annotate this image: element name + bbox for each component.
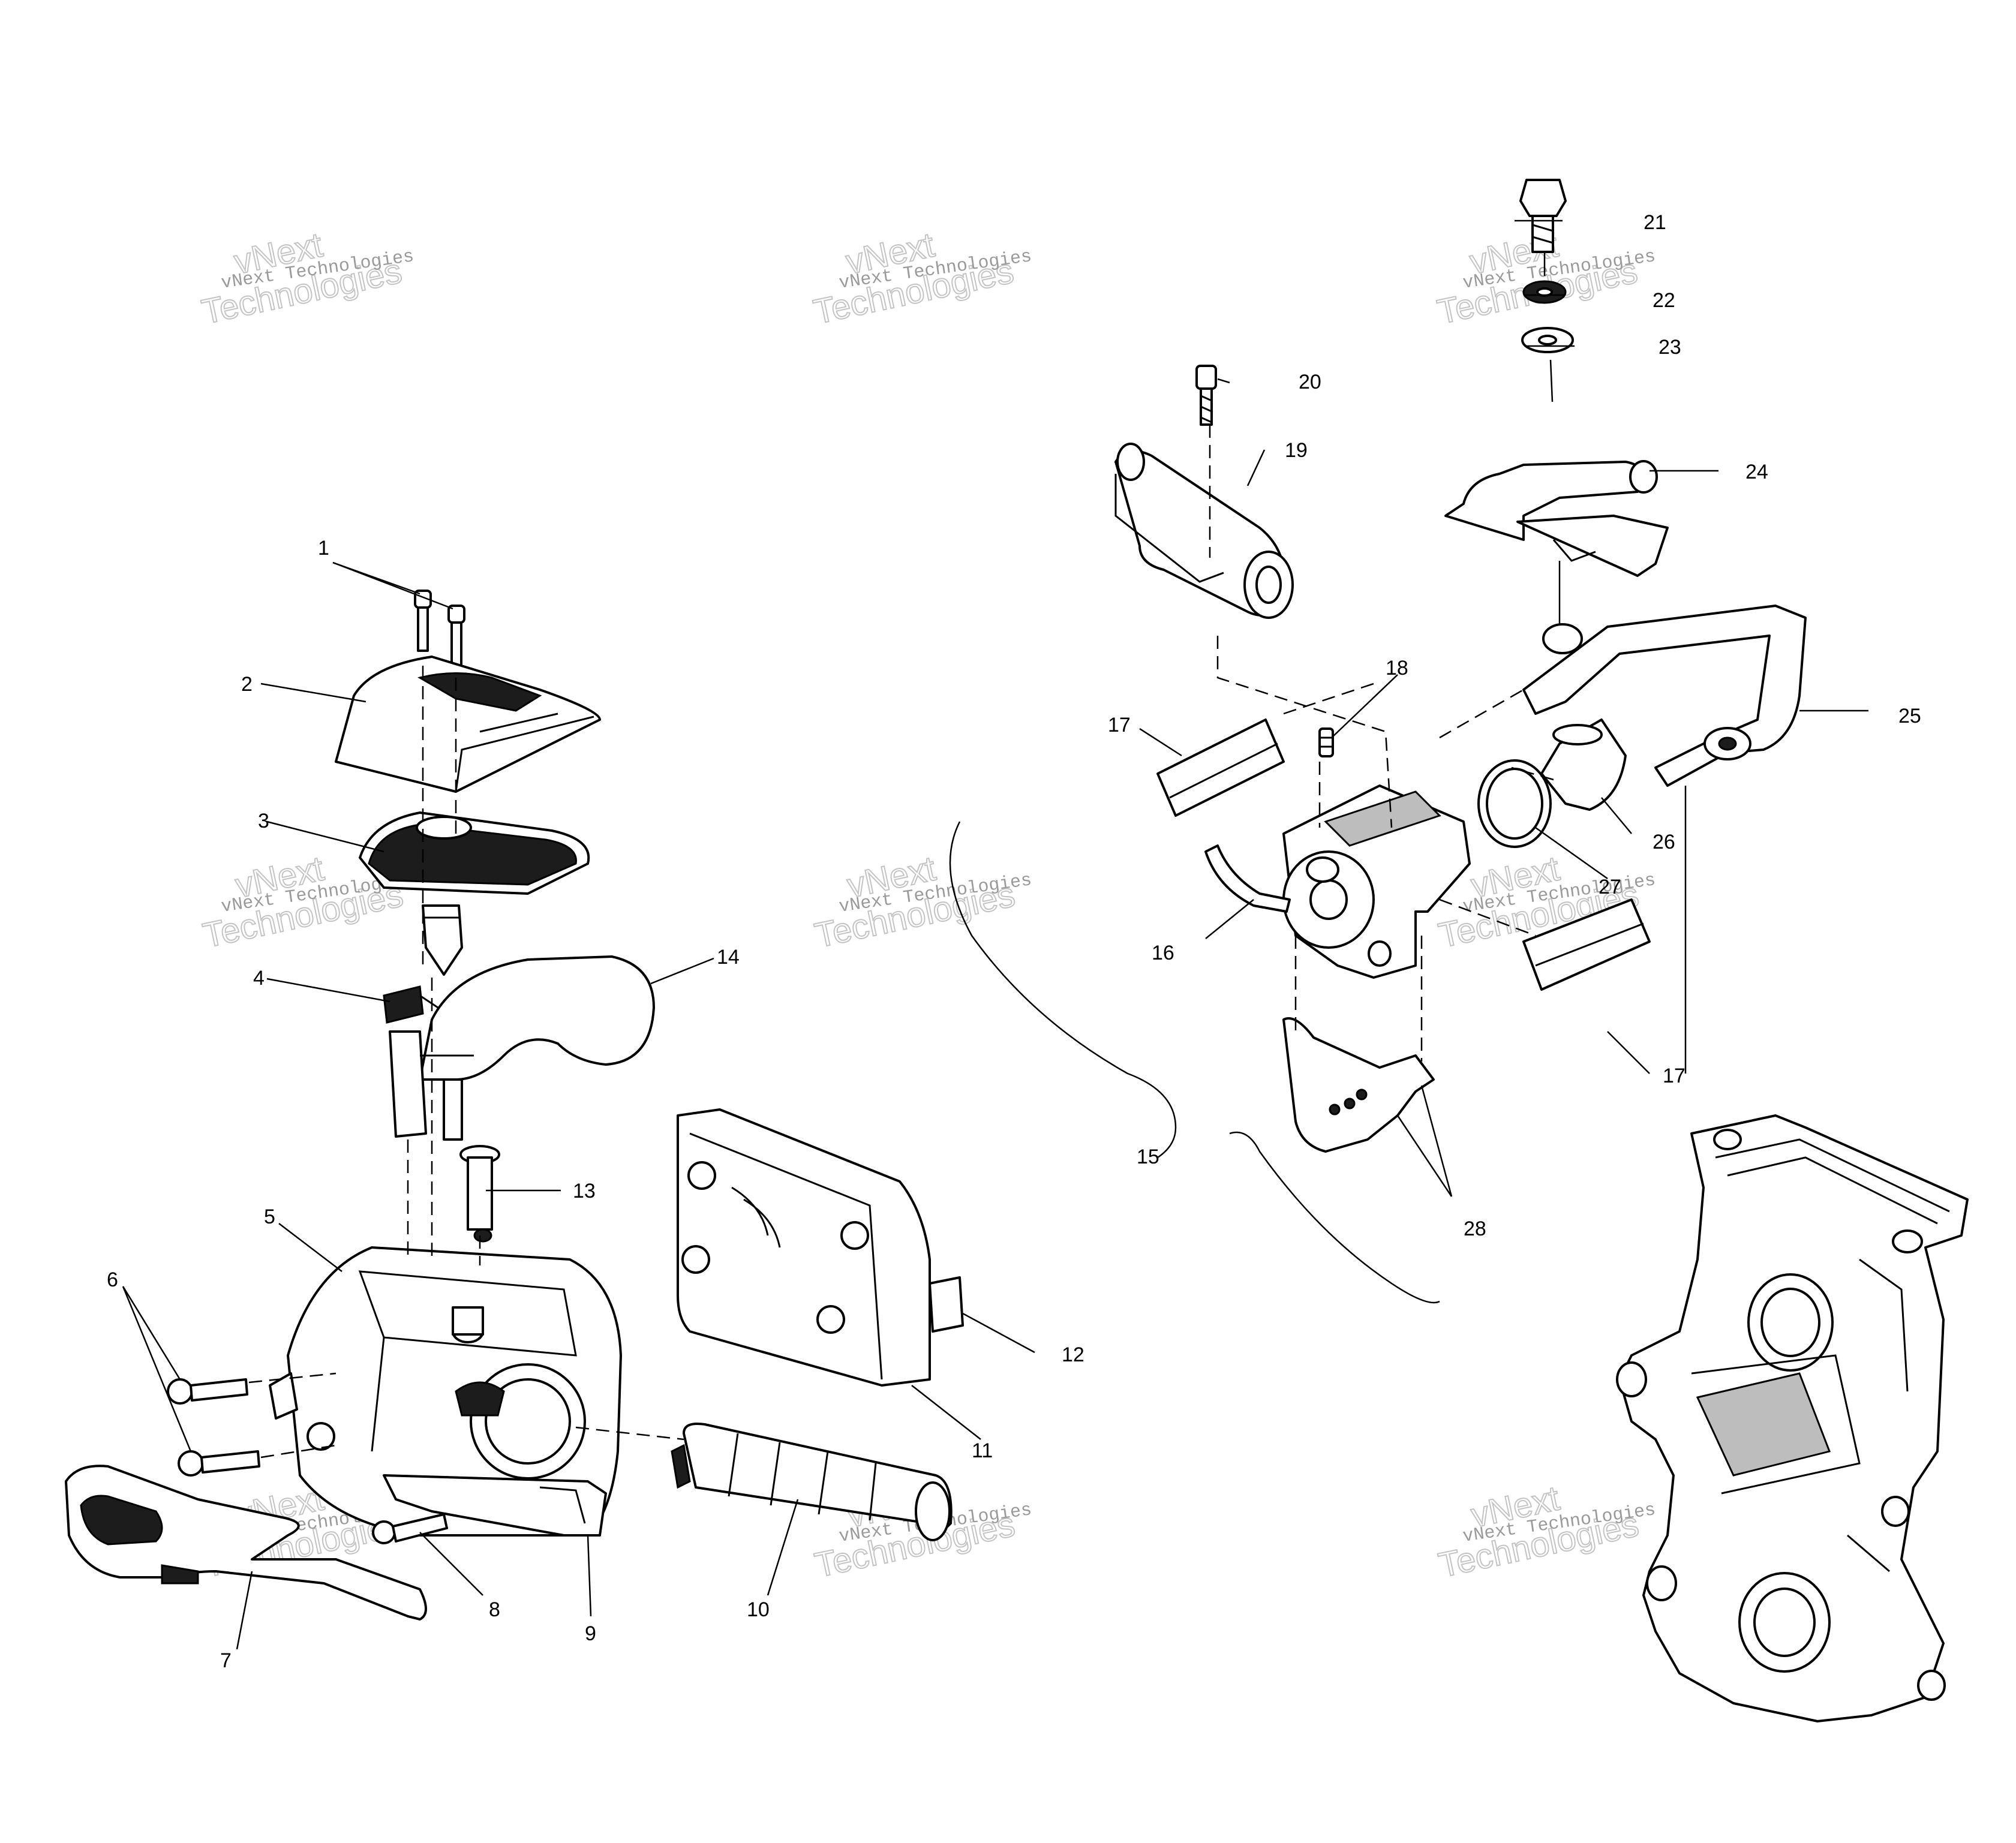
callout-10: 10 [747, 1598, 770, 1621]
part-22-lock-washer [1522, 280, 1567, 304]
callout-14: 14 [717, 946, 740, 969]
callout-26: 26 [1653, 831, 1675, 853]
part-28-brake-pads [1282, 1017, 1435, 1153]
callout-labels: 1 2 3 4 5 6 7 8 9 10 11 12 13 14 15 16 1… [107, 211, 1921, 1672]
callout-12: 12 [1062, 1343, 1084, 1366]
callout-7: 7 [220, 1649, 232, 1672]
callout-15: 15 [1137, 1146, 1159, 1168]
callout-17-upper: 17 [1108, 714, 1131, 736]
part-15-caliper-body [1282, 784, 1471, 979]
callout-8: 8 [489, 1598, 500, 1621]
callout-6: 6 [107, 1268, 118, 1291]
callout-5: 5 [264, 1205, 275, 1228]
part-17-shim-upper [1156, 718, 1285, 817]
part-9-lower-plate [383, 1474, 607, 1537]
part-24-bracket [1444, 460, 1669, 577]
part-17-shim-lower [1522, 898, 1651, 991]
callout-2: 2 [241, 673, 253, 696]
part-14-throttle-lever [389, 955, 655, 1141]
callout-1: 1 [318, 537, 329, 560]
part-25-caliper-frame [1522, 605, 1807, 787]
part-5-housing [269, 1246, 622, 1537]
part-16-brake-line [1204, 844, 1291, 913]
assembly-lines-right [1209, 252, 1561, 1062]
callout-21: 21 [1644, 211, 1666, 234]
part-12-tab [929, 1276, 964, 1333]
chaincase [1616, 1114, 1969, 1722]
part-23-flat-washer [1521, 327, 1574, 353]
callout-20: 20 [1299, 371, 1321, 393]
callout-23: 23 [1659, 336, 1681, 359]
part-plunger [422, 904, 463, 976]
part-13-pin [459, 1145, 500, 1243]
part-7-brake-lever [65, 1465, 427, 1620]
callout-3: 3 [258, 810, 269, 832]
callout-24: 24 [1745, 461, 1768, 483]
callout-13: 13 [573, 1180, 596, 1202]
part-26-piston [1540, 718, 1627, 811]
part-21-bolt [1519, 179, 1567, 253]
part-8-screw [372, 1513, 448, 1544]
callout-28: 28 [1464, 1217, 1486, 1240]
part-3-gasket [359, 811, 590, 895]
callout-25: 25 [1898, 705, 1921, 727]
bracket-brace-15 [949, 821, 1440, 1304]
part-1-screws [414, 590, 465, 667]
callout-22: 22 [1653, 289, 1675, 312]
callout-11: 11 [972, 1439, 993, 1462]
assembly-lines-left [248, 666, 684, 1459]
part-20-screw [1195, 365, 1217, 426]
callout-16: 16 [1152, 942, 1174, 964]
part-18-bleed-screw [1318, 727, 1334, 757]
callout-18: 18 [1386, 657, 1408, 680]
callout-27: 27 [1599, 876, 1621, 898]
part-11-side-cover [677, 1108, 931, 1387]
part-2-top-cover [335, 656, 601, 793]
part-27-seal-ring [1477, 759, 1552, 848]
part-19-fitting [1114, 443, 1294, 619]
callout-4: 4 [253, 967, 265, 990]
part-10-grip-tube [671, 1423, 953, 1541]
leader-lines [122, 220, 1868, 1650]
callout-9: 9 [585, 1622, 596, 1645]
callout-17-lower: 17 [1663, 1065, 1685, 1087]
callout-19: 19 [1285, 439, 1308, 462]
